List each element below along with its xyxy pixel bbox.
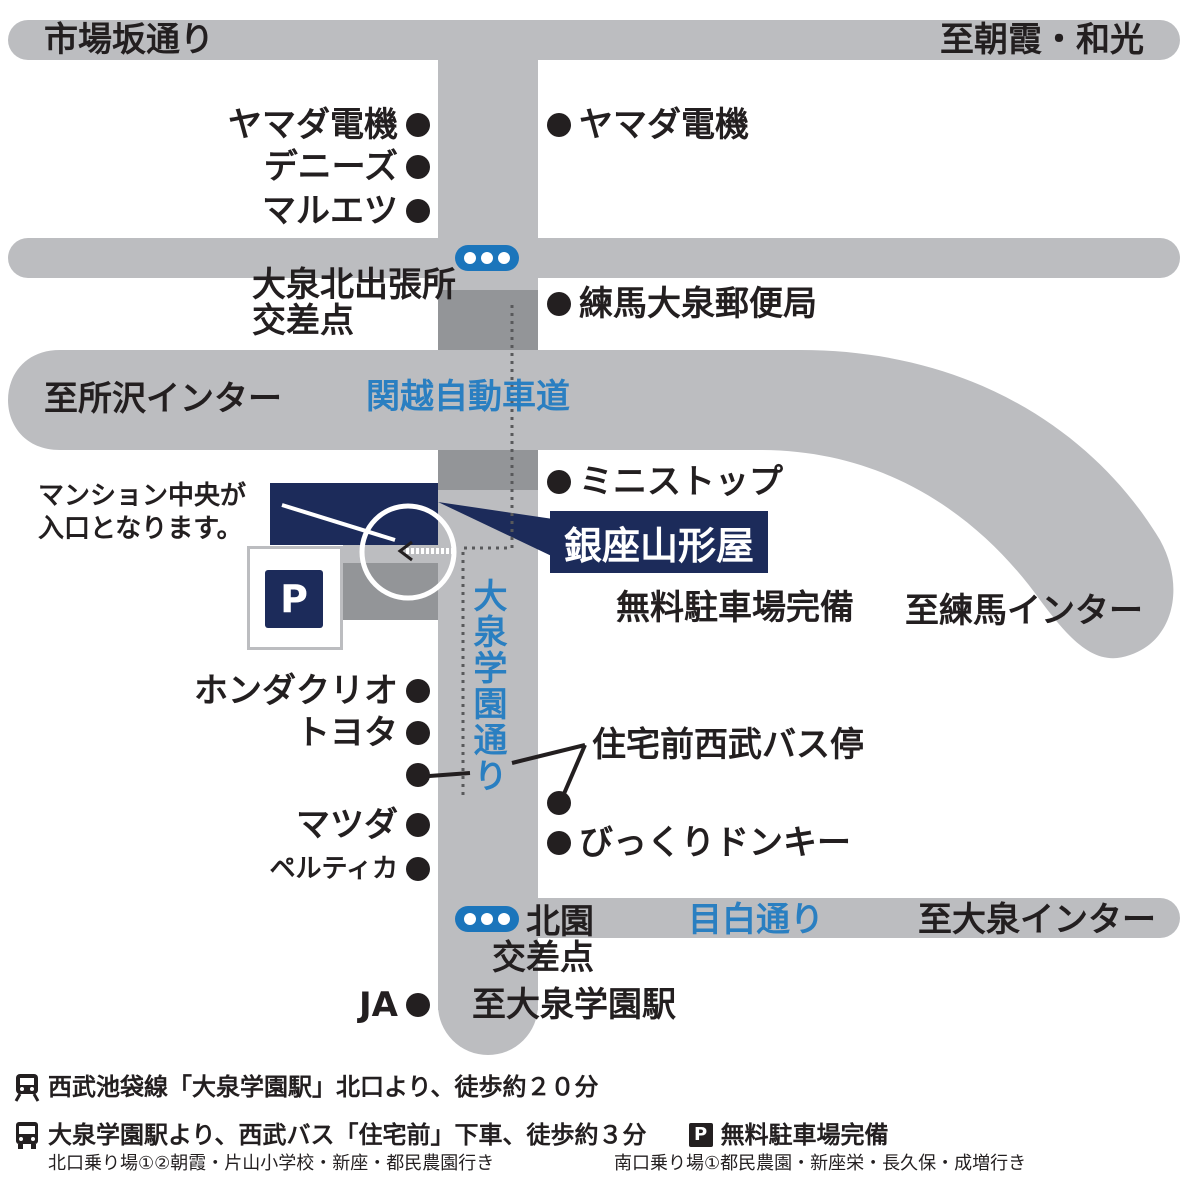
poi-left-maruetsu: マルエツ: [262, 194, 430, 228]
poi-label: 練馬大泉郵便局: [579, 284, 817, 324]
poi-right-busstop: [547, 791, 571, 815]
bus-stop-line-mid: [511, 743, 586, 765]
poi-left-busstop: [406, 763, 430, 787]
road-gakuen-under-upper: [438, 290, 538, 350]
poi-dot-icon: [406, 199, 430, 223]
poi-right-ministop: ミニストップ: [547, 465, 783, 499]
road-parking-light: [343, 545, 438, 563]
poi-right-post-office: 練馬大泉郵便局: [547, 287, 817, 321]
parking-icon: P: [688, 1123, 713, 1147]
poi-dot-icon: [547, 292, 571, 316]
walk-route: [461, 305, 514, 800]
dest-nerima-ic: 至練馬インター: [905, 591, 1143, 631]
road-label-mejiro: 目白通り: [688, 900, 824, 940]
poi-dot-icon: [547, 831, 571, 855]
parking-note: 無料駐車場完備: [616, 588, 854, 628]
dest-asaka-wako: 至朝霞・和光: [940, 20, 1144, 60]
bus-stop-label: 住宅前西武バス停: [592, 725, 864, 765]
poi-dot-icon: [406, 813, 430, 837]
poi-label: ペルティカ: [269, 854, 398, 884]
dest-tokorozawa: 至所沢インター: [44, 379, 282, 419]
dest-oizumi-ic: 至大泉インター: [918, 900, 1156, 940]
bus-icon: [16, 1122, 38, 1149]
entrance-arrow-head: [397, 540, 413, 562]
road-parking-approach: [343, 560, 438, 620]
parking-icon: P: [265, 570, 323, 628]
footer-train-line: 西武池袋線「大泉学園駅」北口より、徒歩約２０分: [14, 1072, 599, 1102]
traffic-signal-icon: [455, 245, 519, 271]
footer-south-exit: 南口乗り場①都民農園・新座栄・長久保・成増行き: [614, 1153, 1027, 1174]
poi-label: ホンダクリオ: [194, 671, 398, 711]
poi-dot-icon: [406, 857, 430, 881]
poi-left-ja: JA: [359, 988, 430, 1022]
poi-left-toyota: トヨタ: [296, 716, 430, 750]
poi-left-mazda: マツダ: [296, 808, 430, 842]
poi-dot-icon: [406, 721, 430, 745]
footer-north-exit: 北口乗り場①②朝霞・片山小学校・新座・都民農園行き: [48, 1153, 495, 1174]
train-icon: [14, 1074, 40, 1102]
poi-right-yamada: ヤマダ電機: [547, 108, 749, 142]
road-label-expressway: 関越自動車道: [366, 377, 570, 417]
road-label-ichibasaka: 市場坂通り: [44, 20, 214, 60]
poi-left-peltica: ペルティカ: [270, 856, 430, 882]
poi-right-bikkuri-donkey: びっくりドンキー: [547, 826, 851, 860]
poi-label: マツダ: [296, 805, 398, 845]
road-north-cross: [8, 238, 1180, 278]
road-ichibasaka: [8, 20, 1180, 60]
dest-oizumigakuen-station: 至大泉学園駅: [472, 985, 676, 1025]
poi-dot-icon: [406, 113, 430, 137]
footer-train-text: 西武池袋線「大泉学園駅」北口より、徒歩約２０分: [48, 1073, 599, 1101]
poi-dot-icon: [406, 993, 430, 1017]
poi-label: ミニストップ: [579, 462, 783, 502]
bus-stop-dot-icon: [406, 763, 430, 787]
poi-label: デニーズ: [263, 147, 398, 187]
poi-dot-icon: [406, 679, 430, 703]
poi-dot-icon: [406, 155, 430, 179]
poi-label: マルエツ: [262, 191, 398, 231]
traffic-signal-icon: [455, 906, 519, 932]
footer-parking-text: 無料駐車場完備: [720, 1121, 889, 1149]
poi-left-honda: ホンダクリオ: [194, 674, 430, 708]
poi-dot-icon: [547, 470, 571, 494]
road-gakuen-end: [438, 955, 538, 1055]
entrance-note: マンション中央が 入口となります。: [38, 481, 247, 544]
poi-left-dennys: デニーズ: [264, 150, 430, 184]
poi-label: トヨタ: [296, 713, 398, 753]
intersection-north: 大泉北出張所 交差点: [252, 265, 456, 341]
poi-label: びっくりドンキー: [579, 823, 851, 863]
poi-label: JA: [359, 985, 398, 1025]
shop-pointer: [438, 502, 560, 560]
footer-bus-text: 大泉学園駅より、西武バス「住宅前」下車、徒歩約３分: [48, 1121, 647, 1149]
bus-stop-dot-icon: [547, 791, 571, 815]
intersection-south: 北園 交差点: [492, 902, 594, 978]
poi-label: ヤマダ電機: [579, 105, 749, 145]
road-expressway: [8, 350, 1174, 659]
entrance-pointer: [281, 503, 396, 542]
road-gakuen-under-lower: [438, 450, 538, 490]
road-label-gakuen: 大泉学園通り: [467, 578, 507, 794]
poi-dot-icon: [547, 113, 571, 137]
footer-bus-line: 大泉学園駅より、西武バス「住宅前」下車、徒歩約３分 P 無料駐車場完備: [14, 1120, 889, 1150]
poi-left-yamada: ヤマダ電機: [228, 108, 430, 142]
building: [270, 483, 438, 545]
road-mejiro: [438, 898, 1180, 938]
shop-name-label: 銀座山形屋: [550, 511, 768, 573]
poi-label: ヤマダ電機: [228, 105, 398, 145]
